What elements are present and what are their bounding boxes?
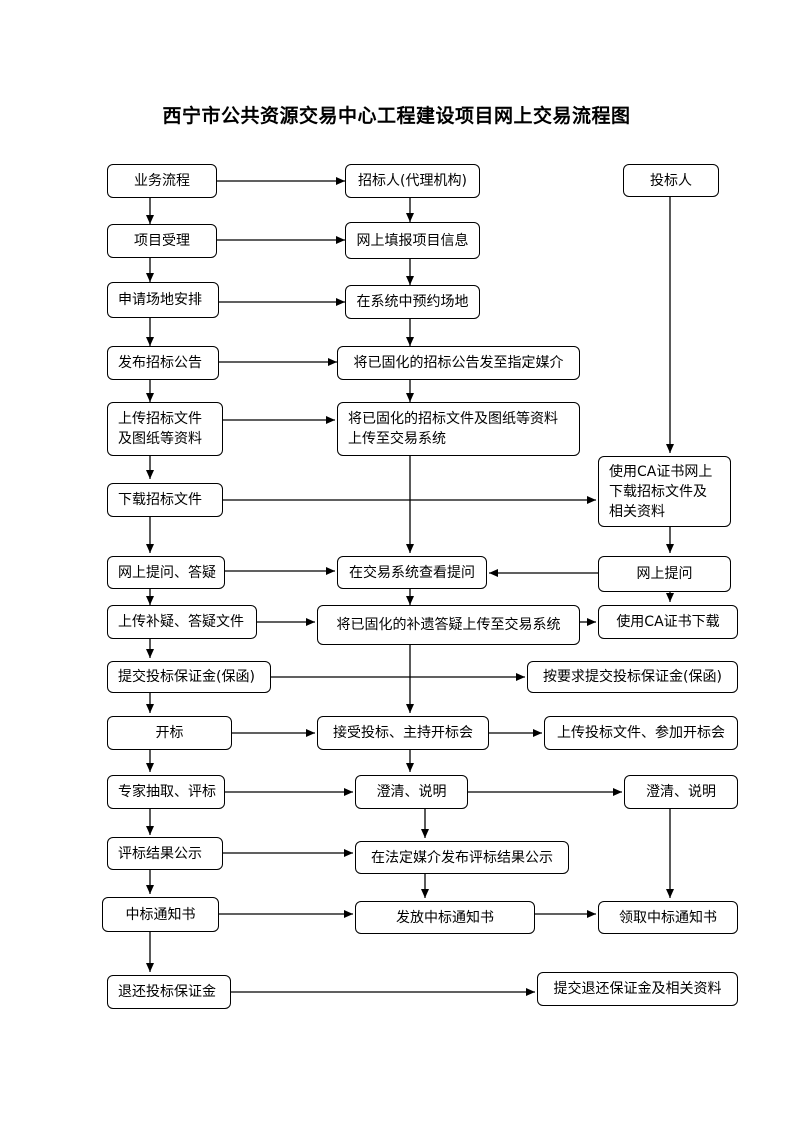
biz-step-venue-request: 申请场地安排 bbox=[107, 282, 219, 318]
tenderer-header: 招标人(代理机构) bbox=[345, 164, 480, 198]
biz-step-bid-opening: 开标 bbox=[107, 716, 232, 750]
tenderer-issue-award-notice: 发放中标通知书 bbox=[355, 901, 535, 934]
biz-step-upload-clarification: 上传补疑、答疑文件 bbox=[107, 605, 257, 639]
page-title: 西宁市公共资源交易中心工程建设项目网上交易流程图 bbox=[162, 105, 631, 127]
bidder-upload-bid-attend-opening: 上传投标文件、参加开标会 bbox=[544, 716, 738, 750]
bidder-receive-award-notice: 领取中标通知书 bbox=[598, 901, 738, 934]
bidder-clarification: 澄清、说明 bbox=[624, 775, 738, 809]
biz-step-expert-evaluation: 专家抽取、评标 bbox=[107, 775, 225, 809]
biz-step-business-flow: 业务流程 bbox=[107, 164, 217, 198]
tenderer-fill-project-info: 网上填报项目信息 bbox=[345, 222, 480, 259]
biz-step-project-acceptance: 项目受理 bbox=[107, 224, 217, 258]
biz-step-download-docs: 下载招标文件 bbox=[107, 483, 223, 517]
bidder-download-with-ca: 使用CA证书网上 下载招标文件及 相关资料 bbox=[598, 456, 731, 527]
biz-step-refund-deposit: 退还投标保证金 bbox=[107, 975, 231, 1009]
tenderer-upload-bid-docs: 将已固化的招标文件及图纸等资料 上传至交易系统 bbox=[337, 402, 580, 456]
tenderer-host-bid-opening: 接受投标、主持开标会 bbox=[317, 716, 489, 750]
biz-step-upload-bid-docs: 上传招标文件 及图纸等资料 bbox=[107, 402, 223, 456]
biz-step-submit-deposit: 提交投标保证金(保函) bbox=[107, 661, 271, 693]
biz-step-result-publicity: 评标结果公示 bbox=[107, 837, 223, 870]
biz-step-award-notice: 中标通知书 bbox=[102, 897, 219, 932]
tenderer-clarification: 澄清、说明 bbox=[355, 775, 468, 809]
tenderer-view-questions: 在交易系统查看提问 bbox=[337, 556, 487, 589]
bidder-submit-deposit: 按要求提交投标保证金(保函) bbox=[527, 661, 738, 693]
tenderer-upload-addendum: 将已固化的补遗答疑上传至交易系统 bbox=[317, 605, 580, 645]
bidder-ask-questions: 网上提问 bbox=[598, 556, 731, 592]
biz-step-online-qa: 网上提问、答疑 bbox=[107, 556, 225, 589]
biz-step-publish-notice: 发布招标公告 bbox=[107, 346, 219, 380]
tenderer-send-notice-to-media: 将已固化的招标公告发至指定媒介 bbox=[337, 346, 580, 380]
bidder-ca-download: 使用CA证书下载 bbox=[598, 605, 738, 639]
tenderer-reserve-venue: 在系统中预约场地 bbox=[345, 285, 480, 319]
tenderer-publish-results: 在法定媒介发布评标结果公示 bbox=[355, 841, 569, 874]
bidder-submit-refund-docs: 提交退还保证金及相关资料 bbox=[537, 972, 738, 1006]
bidder-header: 投标人 bbox=[623, 164, 719, 197]
